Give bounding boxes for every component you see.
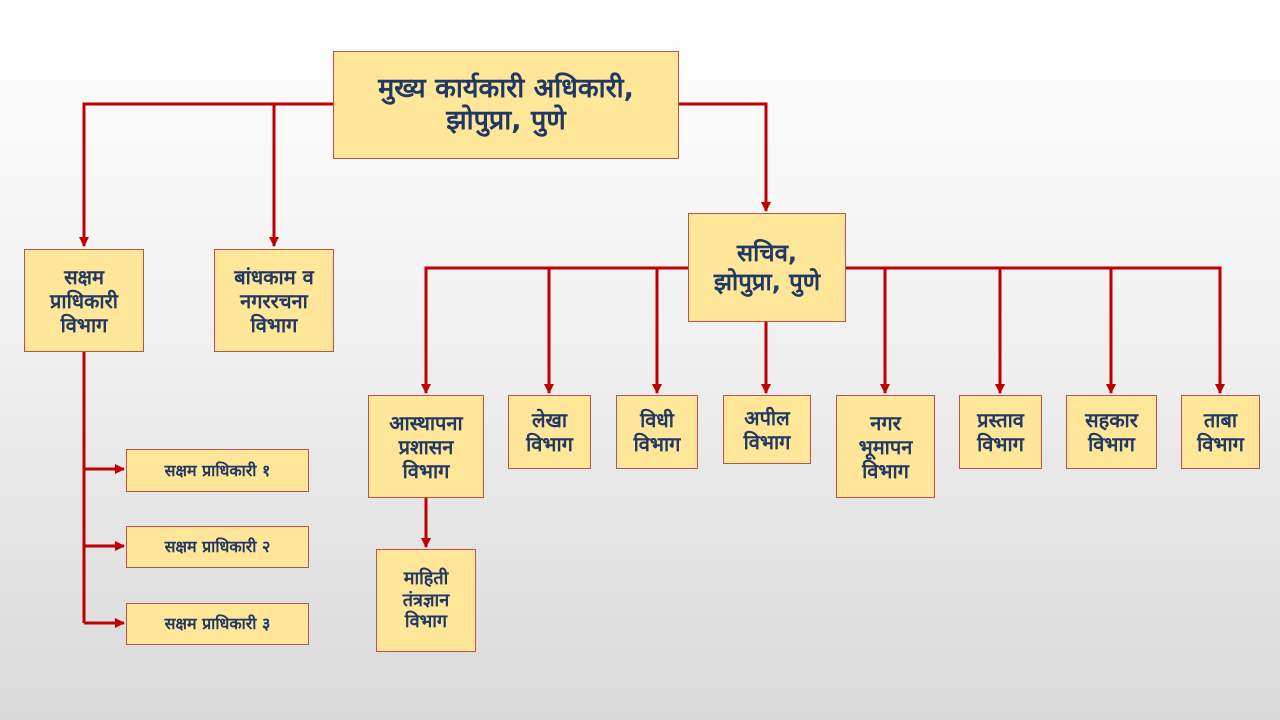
node-competent-authority-1: सक्षम प्राधिकारी १ — [126, 449, 309, 492]
node-competent-authority-2: सक्षम प्राधिकारी २ — [126, 526, 309, 568]
node-label-line: विभाग — [60, 312, 108, 337]
node-label-line: आस्थापना — [389, 410, 463, 435]
node-legal-dept: विधीविभाग — [616, 395, 698, 469]
node-label-line: सहकार — [1085, 408, 1138, 432]
node-label-line: विभाग — [743, 429, 791, 454]
node-label-line: विभाग — [1088, 432, 1135, 456]
node-label: सक्षम प्राधिकारी १ — [165, 461, 271, 480]
node-label-line: बांधकाम व — [234, 264, 314, 289]
node-label-line: झोपुप्रा, पुणे — [713, 267, 821, 296]
node-label-line: झोपुप्रा, पुणे — [446, 105, 566, 136]
node-label-line: विभाग — [1197, 432, 1244, 456]
node-secretary: सचिव,झोपुप्रा, पुणे — [688, 213, 846, 322]
node-label-line: विभाग — [404, 611, 448, 633]
node-label: मुख्य कार्यकारी अधिकारी,झोपुप्रा, पुणे — [378, 73, 634, 138]
node-label: विधीविभाग — [634, 408, 681, 456]
node-label-line: मुख्य कार्यकारी अधिकारी, — [378, 72, 634, 104]
node-label-line: विभाग — [862, 458, 909, 483]
node-label-line: लेखा — [531, 408, 568, 432]
node-label: सक्षम प्राधिकारी २ — [165, 537, 271, 556]
node-label-line: विभाग — [402, 458, 450, 483]
node-label-line: प्रशासन — [398, 434, 454, 459]
node-label-line: सक्षम प्राधिकारी ३ — [164, 614, 271, 634]
node-label: ताबाविभाग — [1197, 408, 1244, 456]
node-label-line: सचिव, — [736, 238, 798, 267]
node-label: सक्षम प्राधिकारी ३ — [165, 614, 271, 633]
node-label-line: सक्षम प्राधिकारी २ — [164, 537, 271, 557]
connector-secretary-bus-right — [845, 266, 1225, 394]
node-label-line: अपील — [744, 405, 790, 430]
node-label-line: विभाग — [977, 432, 1024, 456]
node-label: सचिव,झोपुप्रा, पुणे — [714, 239, 820, 297]
node-ceo: मुख्य कार्यकारी अधिकारी,झोपुप्रा, पुणे — [333, 51, 679, 159]
node-label-line: विभाग — [526, 432, 573, 456]
node-label-line: सक्षम — [64, 264, 104, 289]
node-label-line: माहिती — [403, 568, 449, 590]
node-accounts-dept: लेखाविभाग — [508, 395, 591, 469]
node-label-line: नगररचना — [240, 288, 308, 313]
node-label-line: तंत्रज्ञान — [402, 589, 450, 611]
node-label-line: विभाग — [250, 312, 298, 337]
node-label-line: नगर — [870, 410, 901, 435]
node-label-line: प्रस्ताव — [977, 408, 1024, 432]
node-possession-dept: ताबाविभाग — [1181, 395, 1260, 469]
node-label-line: विभाग — [633, 432, 681, 456]
node-label-line: ताबा — [1203, 408, 1238, 432]
connector-secretary-bus-left — [421, 266, 689, 394]
connector-ceo-to-secretary — [678, 102, 771, 212]
node-label-line: सक्षम प्राधिकारी १ — [164, 460, 271, 480]
node-label-line: भूमापन — [858, 434, 913, 459]
node-label: लेखाविभाग — [526, 408, 573, 456]
node-label-line: प्राधिकारी — [50, 288, 118, 313]
connector-ceo-to-competent — [79, 102, 334, 247]
node-label-line: विधी — [640, 408, 674, 432]
node-competent-authority-3: सक्षम प्राधिकारी ३ — [126, 603, 309, 645]
